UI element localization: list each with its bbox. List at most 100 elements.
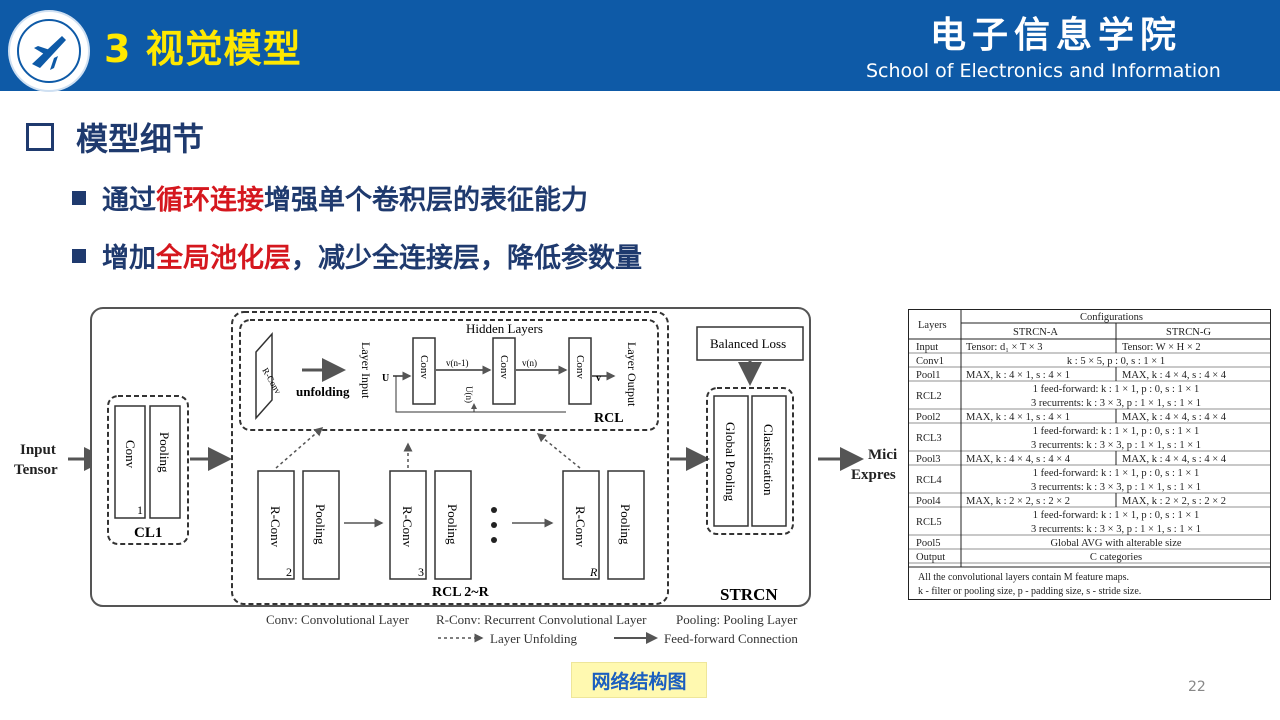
table-cell: 3 recurrents: k : 3 × 3, p : 1 × 1, s : … xyxy=(1031,482,1201,493)
classification-block xyxy=(751,395,787,527)
table-cell: 3 recurrents: k : 3 × 3, p : 1 × 1, s : … xyxy=(1031,440,1201,451)
table-cell: k : 5 × 5, p : 0, s : 1 × 1 xyxy=(1067,356,1165,367)
table-cell: Global AVG with alterable size xyxy=(1050,538,1181,549)
hidden-layers-label: Hidden Layers xyxy=(466,321,543,336)
table-cell: C categories xyxy=(1090,552,1142,563)
table-cell: Tensor: d₁ × T × 3 xyxy=(966,342,1043,353)
hollow-square-icon xyxy=(26,123,54,151)
figure-caption: 网络结构图 xyxy=(571,662,707,698)
unfold-arrow-rcl2 xyxy=(275,427,324,469)
legend-conv: Conv: Convolutional Layer xyxy=(266,612,410,627)
square-bullet-icon xyxy=(72,248,86,263)
un-label: U(n) xyxy=(464,386,474,403)
table-cell: 1 feed-forward: k : 1 × 1, p : 0, s : 1 … xyxy=(1033,510,1199,521)
table-border xyxy=(908,309,1271,600)
university-logo xyxy=(8,10,90,92)
table-cell: MAX, k : 4 × 4, s : 4 × 4 xyxy=(1122,412,1227,423)
table-cell: RCL4 xyxy=(916,475,942,486)
section-heading-text: 模型细节 xyxy=(76,120,205,158)
input-label: Input xyxy=(20,442,56,458)
hidden-conv-3 xyxy=(568,337,592,405)
table-cell: RCL2 xyxy=(916,391,942,402)
rcl2-pooling-block xyxy=(302,470,340,580)
layer-output-label: Layer Output xyxy=(625,342,639,407)
cl1-pooling-block xyxy=(149,405,181,519)
cl1-pooling-label: Pooling xyxy=(157,432,172,473)
bullet-item: 增加全局池化层，减少全连接层，降低参数量 xyxy=(72,236,642,275)
legend-unfold: Layer Unfolding xyxy=(490,631,578,646)
strcn-architecture-diagram: Input Tensor Conv Pooling 1 CL1 Hidden L… xyxy=(14,307,897,646)
table-cell: Pool2 xyxy=(916,412,941,423)
rclr-pooling-label: Pooling xyxy=(618,504,633,545)
rcl2-rconv-block xyxy=(257,470,295,580)
table-cell: 1 feed-forward: k : 1 × 1, p : 0, s : 1 … xyxy=(1033,426,1199,437)
page-number: 22 xyxy=(1188,679,1206,695)
rcl-range-label: RCL 2~R xyxy=(432,585,490,600)
rcl3-rconv-block xyxy=(389,470,427,580)
hidden-conv-1-label: Conv xyxy=(418,355,430,379)
legend-feedforward: Feed-forward Connection xyxy=(664,631,798,646)
square-bullet-icon xyxy=(72,190,86,205)
table-rows: Input Tensor: d₁ × T × 3 Tensor: W × H × 2… xyxy=(908,339,1271,564)
plane-emblem-icon xyxy=(32,36,66,70)
rcl2-number: 2 xyxy=(286,565,292,579)
table-cell: 3 recurrents: k : 3 × 3, p : 1 × 1, s : … xyxy=(1031,398,1201,409)
header-layers: Layers xyxy=(918,320,947,331)
table-note-1: All the convolutional layers contain M f… xyxy=(918,572,1129,583)
strcn-label: STRCN xyxy=(720,585,778,604)
v1-label: v(n-1) xyxy=(446,358,469,368)
cl1-conv-block xyxy=(114,405,146,519)
balanced-loss-label: Balanced Loss xyxy=(710,336,786,351)
rclr-rconv-label: R-Conv xyxy=(573,506,588,548)
bullet-item: 通过循环连接增强单个卷积层的表征能力 xyxy=(72,178,588,217)
table-cell: 3 recurrents: k : 3 × 3, p : 1 × 1, s : … xyxy=(1031,524,1201,535)
table-cell: MAX, k : 4 × 4, s : 4 × 4 xyxy=(1122,454,1227,465)
output-label-2: Expres xyxy=(851,467,896,483)
hidden-conv-2 xyxy=(492,337,516,405)
school-name-cn: 电子信息学院 xyxy=(930,14,1183,56)
hidden-conv-1 xyxy=(412,337,436,405)
table-cell: Conv1 xyxy=(916,356,944,367)
header-bar: 3 视觉模型 电子信息学院 School of Electronics and … xyxy=(0,0,1280,92)
table-cell: MAX, k : 4 × 4, s : 4 × 4 xyxy=(966,454,1071,465)
table-cell: Input xyxy=(916,342,938,353)
rcl2-pooling-label: Pooling xyxy=(313,504,328,545)
cl1-label: CL1 xyxy=(134,525,162,541)
rcl-label: RCL xyxy=(594,411,624,426)
output-label: Mici xyxy=(868,447,897,463)
table-note-2: k - filter or pooling size, p - padding … xyxy=(918,586,1141,597)
table-cell: Pool1 xyxy=(916,370,941,381)
bullet-text: 增加全局池化层，减少全连接层，降低参数量 xyxy=(102,243,642,274)
global-pooling-block xyxy=(713,395,749,527)
classification-label: Classification xyxy=(761,424,776,496)
hidden-conv-3-label: Conv xyxy=(574,355,586,379)
table-cell: MAX, k : 2 × 2, s : 2 × 2 xyxy=(966,496,1070,507)
hidden-conv-2-label: Conv xyxy=(498,355,510,379)
configuration-table: Layers Configurations STRCN-A STRCN-G In… xyxy=(908,309,1271,600)
table-cell: Pool3 xyxy=(916,454,941,465)
school-name-en: School of Electronics and Information xyxy=(866,60,1221,82)
table-cell: RCL3 xyxy=(916,433,942,444)
input-label-2: Tensor xyxy=(14,462,58,478)
hidden-layers-box xyxy=(239,319,659,431)
cl1-group xyxy=(107,395,189,545)
v-label: v xyxy=(596,373,601,384)
ellipsis-dot xyxy=(491,537,497,543)
rcl-group xyxy=(231,311,669,605)
balanced-loss-block xyxy=(696,326,804,361)
table-cell: Tensor: W × H × 2 xyxy=(1122,342,1201,353)
ellipsis-dot xyxy=(491,507,497,513)
table-cell: RCL5 xyxy=(916,517,942,528)
ellipsis-dot xyxy=(491,522,497,528)
skip-connection-line xyxy=(395,376,566,413)
rcl2-rconv-label: R-Conv xyxy=(268,506,283,548)
slide-title: 3 视觉模型 xyxy=(104,27,302,71)
table-cell: Output xyxy=(916,552,945,563)
header-strcn-a: STRCN-A xyxy=(1013,327,1058,338)
rclr-pooling-block xyxy=(607,470,645,580)
table-cell: 1 feed-forward: k : 1 × 1, p : 0, s : 1 … xyxy=(1033,468,1199,479)
cl1-conv-label: Conv xyxy=(123,440,138,469)
vn-label: v(n) xyxy=(522,358,537,368)
rclr-number: R xyxy=(589,565,598,579)
layer-input-label: Layer Input xyxy=(359,342,373,399)
